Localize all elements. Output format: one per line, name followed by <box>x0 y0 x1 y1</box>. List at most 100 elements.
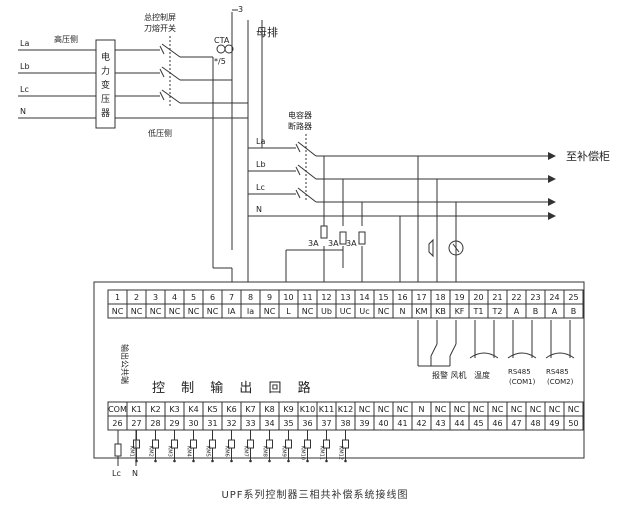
main-switch-label-2: 刀熔开关 <box>144 23 176 33</box>
incoming-phase-la: La <box>20 39 29 48</box>
top-terminal-label: KM <box>415 307 427 316</box>
bus-branches <box>248 134 548 217</box>
bus-phase-n: N <box>256 205 262 214</box>
top-terminal-label: N <box>400 307 406 316</box>
top-terminal-number: 6 <box>210 293 215 302</box>
rs485-com2 <box>545 320 575 359</box>
top-terminal-number: 15 <box>378 293 388 302</box>
voltage-taps <box>285 156 457 286</box>
arrows-to-cabinet <box>548 152 556 220</box>
bottom-terminal-number: 32 <box>226 419 236 428</box>
transformer-char-1: 电 <box>101 51 110 63</box>
alarm-fan-label: 报警 风机 <box>432 370 467 380</box>
top-terminal-number: 14 <box>359 293 369 302</box>
cta-label: CTA <box>214 36 230 45</box>
bottom-terminal-number: 49 <box>549 419 559 428</box>
bottom-terminal-label: K9 <box>283 405 293 414</box>
bottom-terminal-label: N <box>419 405 425 414</box>
top-terminal-number: 22 <box>511 293 521 302</box>
bus-vertical-lines <box>212 12 263 268</box>
rs485-com1-port: (COM1) <box>509 378 536 386</box>
com-neutral: N <box>132 469 138 478</box>
incoming-lines <box>18 49 248 119</box>
top-terminal-number: 19 <box>454 293 464 302</box>
top-terminal-number: 11 <box>302 293 312 302</box>
temperature-sensor <box>469 320 499 359</box>
top-terminal-label: NC <box>150 307 162 316</box>
top-terminal-label: NC <box>264 307 276 316</box>
relay-label: KM8 <box>262 446 268 457</box>
terminal-dot <box>173 459 176 463</box>
bottom-terminal-number: 30 <box>188 419 198 428</box>
bottom-terminal-number: 35 <box>283 419 293 428</box>
relay-label: KM11 <box>319 446 325 460</box>
main-switch-symbol <box>159 36 248 106</box>
top-terminal-label: KB <box>435 307 446 316</box>
top-terminal-number: 7 <box>229 293 234 302</box>
top-terminal-number: 12 <box>321 293 331 302</box>
bus-phase-la: La <box>256 137 265 146</box>
relay-label: KM4 <box>186 446 192 457</box>
bottom-terminal-number: 27 <box>131 419 141 428</box>
top-terminal-number: 2 <box>134 293 139 302</box>
terminal-dot <box>211 459 214 463</box>
main-switch-label-1: 总控制屏 <box>144 12 176 22</box>
top-terminal-label: A <box>514 307 520 316</box>
top-terminal-number: 1 <box>115 293 120 302</box>
bottom-terminal-label: NC <box>397 405 409 414</box>
rs485-com2-label: RS485 <box>546 368 569 376</box>
high-voltage-side-label: 高压侧 <box>54 34 78 44</box>
terminal-dot <box>154 459 157 463</box>
bottom-terminal-number: 40 <box>378 419 388 428</box>
bottom-terminal-label: NC <box>511 405 523 414</box>
top-terminal-label: UC <box>340 307 352 316</box>
fuse-rating-1: 3A <box>308 239 319 248</box>
bottom-terminal-number: 50 <box>568 419 578 428</box>
com-fuse <box>114 443 122 457</box>
top-terminal-number: 10 <box>283 293 293 302</box>
top-terminal-label: Uc <box>359 307 369 316</box>
bottom-terminal-label: K8 <box>264 405 274 414</box>
bus-phase-lb: Lb <box>256 160 266 169</box>
relay-label: KM5 <box>205 446 211 457</box>
top-terminal-label: L <box>286 307 291 316</box>
bottom-terminal-label: NC <box>492 405 504 414</box>
bottom-terminal-number: 37 <box>321 419 331 428</box>
terminal-dot <box>344 459 347 463</box>
top-terminal-number: 9 <box>267 293 272 302</box>
transformer-char-4: 压 <box>101 94 110 105</box>
bottom-terminal-number: 34 <box>264 419 274 428</box>
bottom-terminal-label: NC <box>378 405 390 414</box>
top-terminal-label: NC <box>188 307 200 316</box>
terminal-dot <box>325 459 328 463</box>
relay-label: KM2 <box>148 446 154 457</box>
top-terminal-label: B <box>571 307 577 316</box>
top-terminal-number: 25 <box>568 293 578 302</box>
fuse-rating-2: 3A <box>328 239 339 248</box>
top-terminal-number: 17 <box>416 293 426 302</box>
bottom-terminal-number: 38 <box>340 419 350 428</box>
bottom-terminal-number: 47 <box>511 419 521 428</box>
fuse-2 <box>339 231 347 245</box>
bottom-terminal-number: 43 <box>435 419 445 428</box>
top-terminal-number: 8 <box>248 293 253 302</box>
terminal-dot <box>268 459 271 463</box>
cta-coil-2 <box>224 44 234 54</box>
top-terminal-number: 23 <box>530 293 540 302</box>
bottom-terminal-label: K1 <box>131 405 141 414</box>
terminal-dot <box>249 459 252 463</box>
alarm-fan-contacts <box>417 320 457 367</box>
top-terminal-label: KF <box>455 307 465 316</box>
busbar-label: 母排 <box>256 25 278 39</box>
output-loop-title: 控 制 输 出 回 路 <box>152 380 317 396</box>
bottom-terminal-label: K3 <box>169 405 179 414</box>
top-terminal-label: Ub <box>321 307 332 316</box>
top-terminal-label: NC <box>378 307 390 316</box>
terminal-dot <box>230 459 233 463</box>
bottom-terminal-label: K2 <box>150 405 160 414</box>
alarm-horn-icon <box>428 238 434 258</box>
top-terminal-label: Ia <box>247 307 254 316</box>
com-fuse-phase: Lc <box>112 469 121 478</box>
relay-label: KM9 <box>281 446 287 457</box>
